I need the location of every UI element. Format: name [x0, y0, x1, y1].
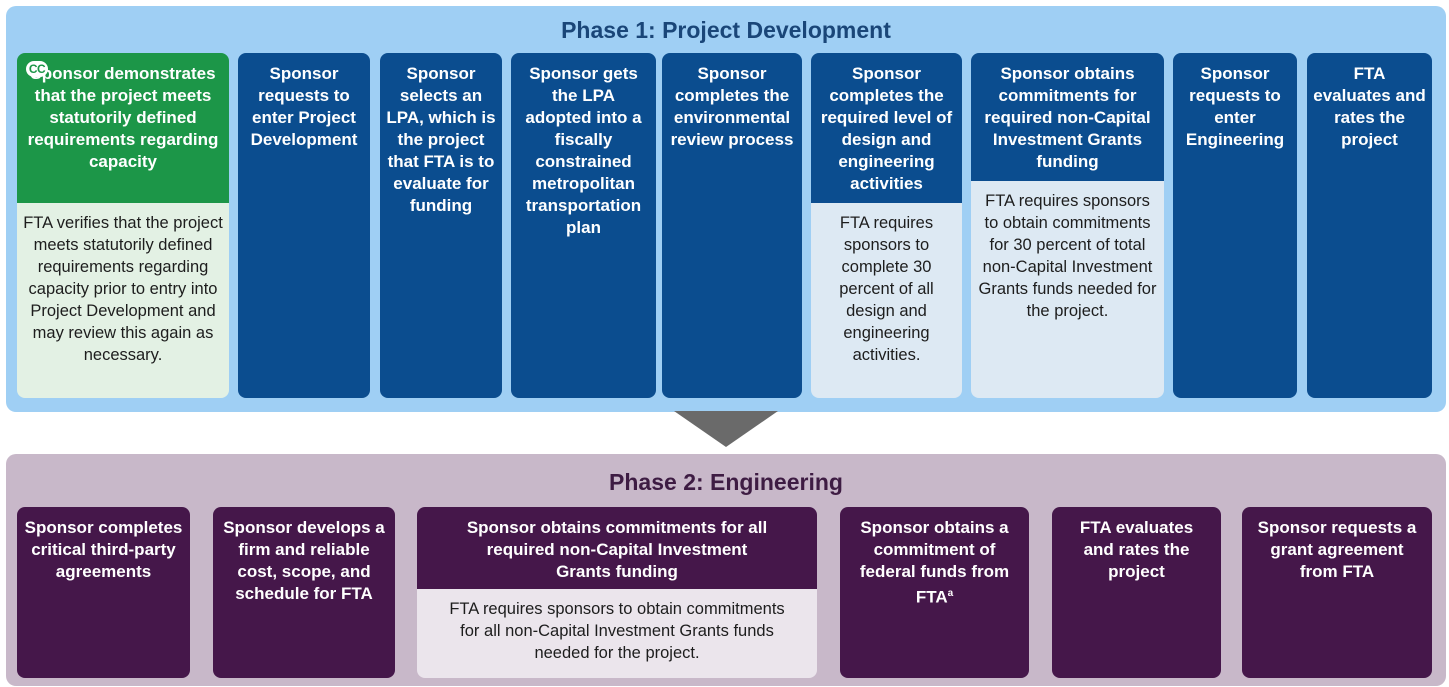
cc-badge-icon: CC	[26, 61, 48, 77]
phase-1-title: Phase 1: Project Development	[561, 17, 891, 43]
card-cost-scope-schedule: Sponsor develops a firm and reliable cos…	[213, 507, 395, 678]
card-federal-funds-commitment: Sponsor obtains a commitment of federal …	[840, 507, 1029, 678]
card-description: FTA requires sponsors to complete 30 per…	[811, 203, 962, 398]
down-arrow-icon	[674, 411, 778, 447]
card-heading: Sponsor demonstrates that the project me…	[27, 64, 219, 171]
card-heading: Sponsor completes critical third-party a…	[24, 518, 183, 581]
card-fta-evaluates-phase1: FTA evaluates and rates the project	[1307, 53, 1432, 398]
card-heading: Sponsor requests to enter Engineering	[1185, 64, 1285, 149]
card-non-cig-commitments: Sponsor obtains commitments for required…	[971, 53, 1164, 398]
card-description: FTA requires sponsors to obtain commitme…	[417, 589, 817, 678]
card-capacity-requirements: CC Sponsor demonstrates that the project…	[17, 53, 229, 398]
card-heading: FTA evaluates and rates the project	[1313, 64, 1426, 149]
card-description: FTA requires sponsors to obtain commitme…	[971, 181, 1164, 398]
card-design-engineering: Sponsor completes the required level of …	[811, 53, 962, 398]
phase-2-title: Phase 2: Engineering	[609, 469, 843, 495]
card-grant-agreement: Sponsor requests a grant agreement from …	[1242, 507, 1432, 678]
card-request-project-development: Sponsor requests to enter Project Develo…	[238, 53, 370, 398]
card-environmental-review: Sponsor completes the environmental revi…	[662, 53, 802, 398]
card-lpa-adopted: Sponsor gets the LPA adopted into a fisc…	[511, 53, 656, 398]
footnote-marker: a	[947, 588, 954, 599]
card-third-party-agreements: Sponsor completes critical third-party a…	[17, 507, 190, 678]
card-heading: Sponsor obtains a commitment of federal …	[859, 518, 1010, 607]
card-heading: Sponsor requests to enter Project Develo…	[250, 64, 358, 149]
card-heading: Sponsor selects an LPA, which is the pro…	[386, 64, 496, 215]
card-fta-evaluates-phase2: FTA evaluates and rates the project	[1052, 507, 1221, 678]
card-heading: Sponsor gets the LPA adopted into a fisc…	[525, 64, 642, 237]
card-select-lpa: Sponsor selects an LPA, which is the pro…	[380, 53, 502, 398]
card-heading: Sponsor completes the required level of …	[811, 53, 962, 203]
card-heading: Sponsor develops a firm and reliable cos…	[223, 518, 385, 603]
card-heading: FTA evaluates and rates the project	[1079, 518, 1194, 581]
card-heading: Sponsor requests a grant agreement from …	[1257, 518, 1417, 581]
card-heading: Sponsor obtains commitments for required…	[971, 53, 1164, 181]
card-heading: Sponsor obtains commitments for all requ…	[417, 507, 817, 589]
card-heading: Sponsor completes the environmental revi…	[670, 64, 794, 149]
card-description: FTA verifies that the project meets stat…	[17, 203, 229, 398]
card-all-non-cig-commitments: Sponsor obtains commitments for all requ…	[417, 507, 817, 678]
card-request-engineering: Sponsor requests to enter Engineering	[1173, 53, 1297, 398]
